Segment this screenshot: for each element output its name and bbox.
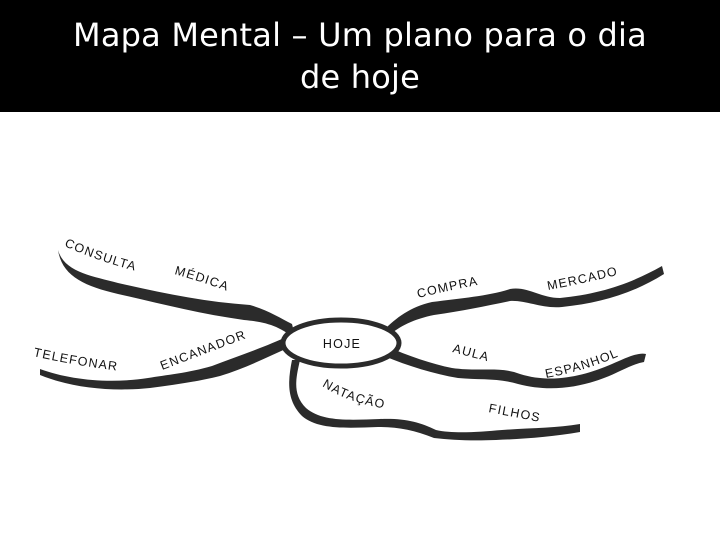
svg-text:MERCADO: MERCADO xyxy=(546,264,619,293)
slide-title-line-1: Mapa Mental – Um plano para o dia xyxy=(73,16,647,54)
label-telefonar: TELEFONAR xyxy=(32,345,117,373)
slide-title-bar: Mapa Mental – Um plano para o dia de hoj… xyxy=(0,0,720,112)
svg-text:MÉDICA: MÉDICA xyxy=(173,263,231,294)
branch-shapes xyxy=(40,250,664,441)
label-filhos: FILHOS xyxy=(488,401,541,425)
branch-natacao-filhos xyxy=(289,360,580,441)
slide-title-line-2: de hoje xyxy=(299,58,420,96)
svg-text:FILHOS: FILHOS xyxy=(488,401,542,425)
label-medica: MÉDICA xyxy=(173,263,230,294)
center-node xyxy=(280,317,402,369)
label-natacao: NATAÇÃO xyxy=(320,377,385,412)
svg-text:AULA: AULA xyxy=(451,341,491,364)
center-node-label: HOJE xyxy=(323,337,361,351)
label-consulta: CONSULTA xyxy=(63,236,137,274)
label-mercado: MERCADO xyxy=(546,264,618,293)
label-compra: COMPRA xyxy=(415,274,478,301)
label-aula: AULA xyxy=(451,341,490,364)
branch-compra-mercado xyxy=(384,266,664,336)
branch-aula-espanhol xyxy=(384,346,646,389)
svg-text:NATAÇÃO: NATAÇÃO xyxy=(320,377,386,412)
branch-consulta-medica xyxy=(58,250,296,340)
svg-text:CONSULTA: CONSULTA xyxy=(63,236,139,274)
svg-text:COMPRA: COMPRA xyxy=(415,274,479,301)
svg-text:TELEFONAR: TELEFONAR xyxy=(32,345,119,373)
branch-encanador-telefonar xyxy=(40,336,292,390)
